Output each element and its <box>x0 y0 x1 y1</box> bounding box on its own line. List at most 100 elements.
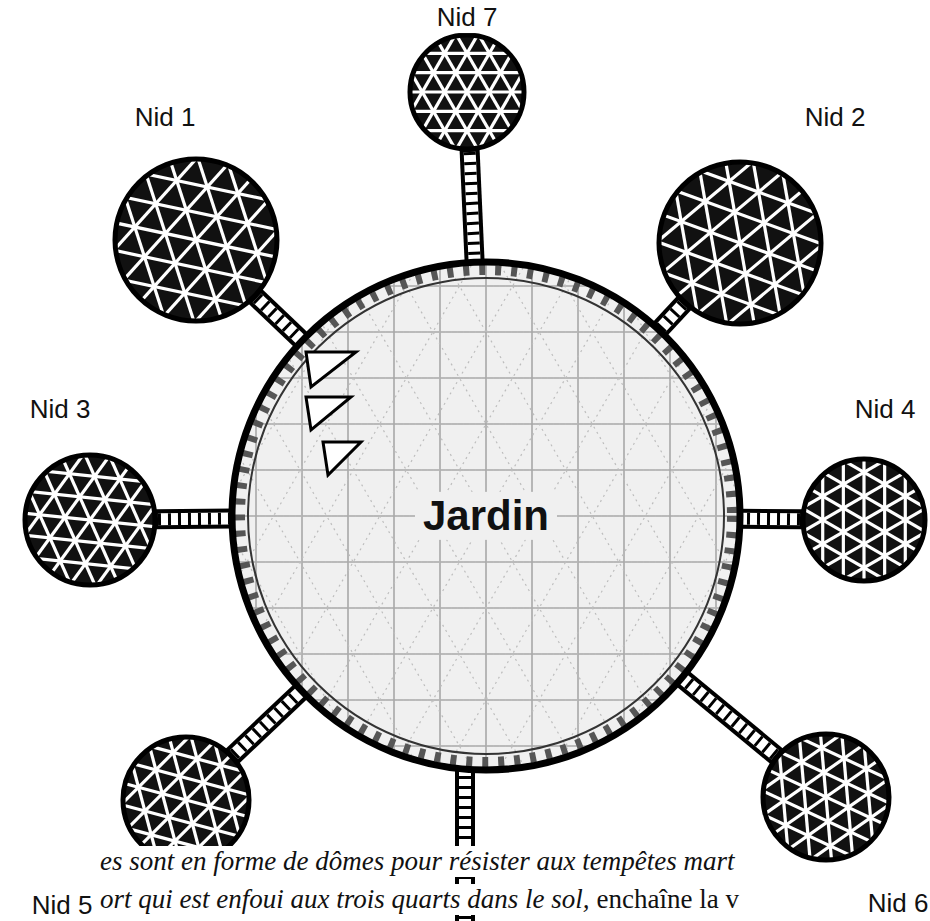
tube-inner <box>660 304 682 328</box>
lattice-strut <box>623 258 625 774</box>
connecting-tube <box>658 302 684 330</box>
tube-rungs <box>683 679 775 755</box>
text-line: ort qui est enfoui aux trois quarts dans… <box>100 884 739 915</box>
excerpt-text: enchaîne la v <box>597 884 739 915</box>
nest-name: Nid 2 <box>802 103 869 133</box>
lattice-strut <box>228 699 744 700</box>
tube-group <box>658 302 684 330</box>
nest-dome: Nid 2 <box>656 159 824 327</box>
lattice-strut <box>407 71 527 74</box>
lattice-strut <box>125 739 246 860</box>
tube-group <box>739 518 803 520</box>
lattice-strut <box>656 159 789 272</box>
lattice-strut <box>112 156 209 267</box>
dome-rim <box>123 737 249 863</box>
nest-dome <box>407 32 527 152</box>
dome-lattice <box>800 456 928 584</box>
tube-inner <box>683 679 775 755</box>
dome-inner-ring <box>248 278 724 754</box>
lattice-strut <box>228 285 744 286</box>
dome-lattice <box>656 159 824 327</box>
tube-rungs <box>470 152 475 260</box>
nest-dome <box>656 159 824 327</box>
lattice-strut <box>842 456 845 584</box>
lattice-strut <box>228 423 744 424</box>
lattice-strut <box>183 213 280 324</box>
tube-group <box>232 690 303 757</box>
lattice-strut <box>228 561 744 563</box>
dome-rim <box>659 162 821 324</box>
nest-name: Nid 4 <box>852 395 919 425</box>
lattice-strut <box>318 258 653 774</box>
nest-dome <box>800 456 928 584</box>
tube-rungs <box>660 304 682 328</box>
dome-rim <box>803 459 925 581</box>
garden-dome: Jardin <box>228 258 744 774</box>
tube-rungs <box>158 513 230 526</box>
lattice-strut <box>318 258 653 774</box>
tube-inner <box>158 513 230 526</box>
dome-rim <box>25 455 155 585</box>
nest-name: Nid 1 <box>132 103 199 133</box>
tube-group <box>155 518 233 520</box>
lattice-strut <box>883 456 886 584</box>
lattice-strut <box>428 32 506 152</box>
lattice-strut <box>228 561 744 562</box>
connecting-tube <box>681 677 777 757</box>
lattice-strut <box>240 156 280 319</box>
lattice-strut <box>760 748 892 846</box>
lattice-strut <box>120 734 202 816</box>
connecting-tube <box>739 509 803 530</box>
tube-inner <box>742 513 800 526</box>
nest-dome: Nid 1 <box>112 156 280 324</box>
nest-name: Nid 5 <box>29 891 96 921</box>
lattice-strut <box>800 478 928 561</box>
nest-dome: Nid 7 <box>407 32 527 152</box>
lattice-strut <box>143 177 280 324</box>
lattice-strut <box>358 258 693 774</box>
garden-name: Jardin <box>415 492 557 540</box>
lattice-strut <box>112 161 152 324</box>
lattice-strut <box>228 653 744 654</box>
nest-dome: Nid 4 <box>800 456 928 584</box>
lattice-strut <box>228 745 744 746</box>
tube-rungs <box>257 298 301 340</box>
connecting-tube <box>470 149 475 263</box>
tube-inner <box>234 692 300 755</box>
tube-inner <box>470 152 475 260</box>
tube-inner <box>257 298 301 340</box>
lattice-strut <box>407 110 527 113</box>
excerpt-text: ort qui est enfoui aux trois quarts dans… <box>100 884 590 915</box>
triangle-mark <box>306 352 356 387</box>
lattice-strut <box>597 258 744 645</box>
nest-name: Nid 6 <box>865 889 930 919</box>
lattice-strut <box>398 258 733 760</box>
lattice-strut <box>802 496 928 579</box>
lattice-strut <box>674 194 824 327</box>
nest-dome <box>760 731 892 863</box>
connecting-tube <box>232 690 303 757</box>
lattice-strut <box>656 173 823 313</box>
lattice-strut <box>228 745 744 747</box>
lattice-strut <box>709 235 824 327</box>
dome-lattice <box>112 156 280 324</box>
dome-rim <box>115 159 277 321</box>
triangle-mark <box>306 397 351 430</box>
connecting-tube <box>255 296 303 342</box>
tube-rungs <box>234 692 300 755</box>
connecting-tube <box>155 509 233 530</box>
nest-dome: Nid 3 <box>22 452 158 588</box>
lattice-strut <box>22 452 106 566</box>
lattice-strut <box>239 258 574 760</box>
lattice-strut <box>38 452 142 588</box>
lattice-strut <box>278 258 613 774</box>
text-line: es sont en forme de dômes pour résister … <box>100 846 734 877</box>
nest-name: Nid 7 <box>434 3 501 33</box>
dome-lattice <box>22 452 158 588</box>
excerpt-text: es sont en forme de dômes pour résister … <box>100 846 734 877</box>
lattice-strut <box>428 32 506 152</box>
nest-name: Nid 3 <box>27 395 94 425</box>
tube-group <box>255 296 303 342</box>
dome-lattice <box>228 258 744 774</box>
